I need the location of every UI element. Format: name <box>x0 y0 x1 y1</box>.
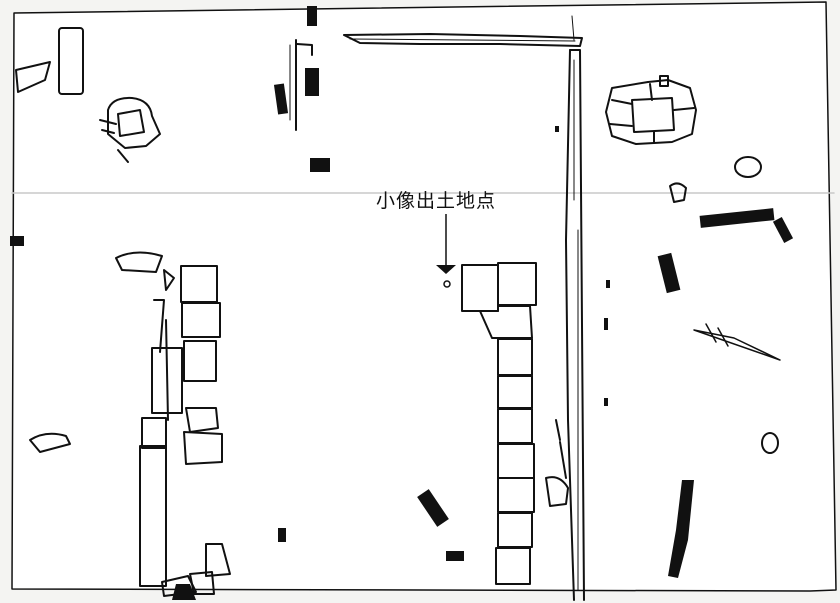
left-small-stone <box>29 432 71 453</box>
find-spot-label: 小像出土地点 <box>376 190 497 212</box>
top-wall <box>289 33 583 131</box>
upper-left-edge-stone <box>15 61 51 93</box>
upper-left-ring-feature <box>99 96 161 163</box>
bottom-left-rubble <box>161 543 231 597</box>
sheet-border <box>11 1 837 592</box>
left-stone-column <box>115 251 223 587</box>
north-arrow <box>693 323 781 361</box>
find-spot-marker <box>443 280 451 288</box>
central-stone-column <box>461 262 569 585</box>
right-stone-3 <box>761 432 779 454</box>
upper-right-kiln <box>605 75 697 145</box>
black-blocks <box>10 6 794 600</box>
upper-left-slab <box>58 27 84 95</box>
right-vertical-wall <box>565 15 585 601</box>
right-stone-1 <box>734 156 762 178</box>
right-stone-2 <box>669 182 687 203</box>
